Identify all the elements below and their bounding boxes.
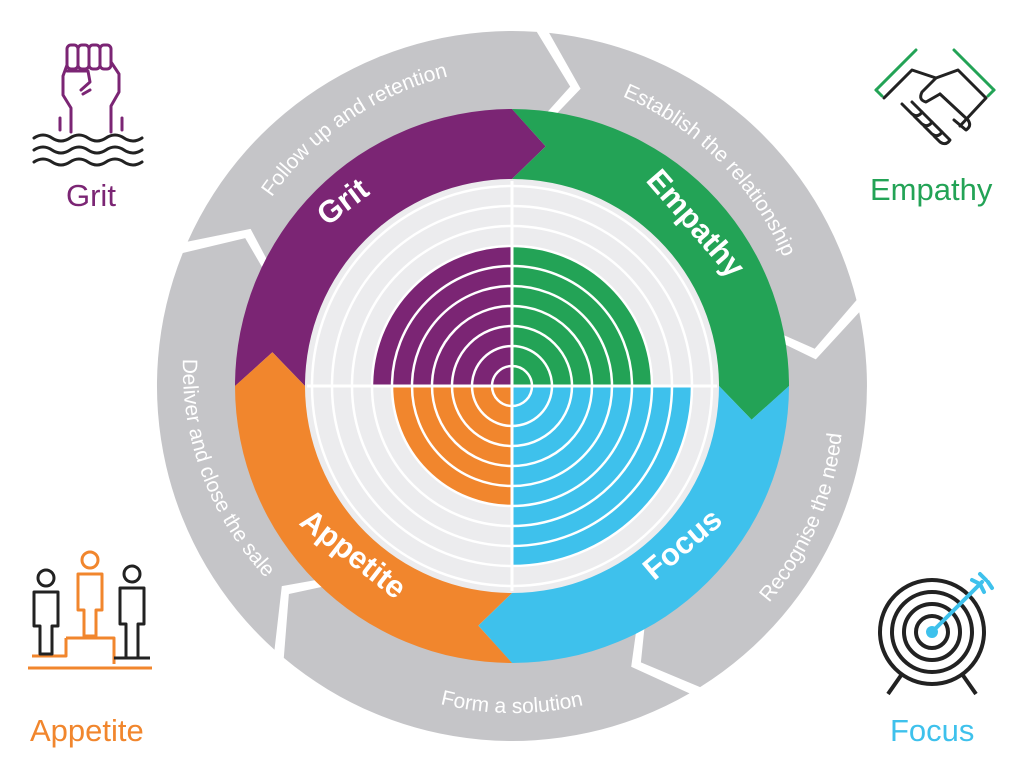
raised-fist-icon xyxy=(32,43,144,167)
corner-label-grit: Grit xyxy=(66,178,116,213)
quadrant-fill-appetite xyxy=(392,386,512,506)
corner-label-empathy: Empathy xyxy=(870,172,993,207)
handshake-icon xyxy=(874,48,996,146)
concentric-rings xyxy=(307,181,717,591)
target-arrow-icon xyxy=(878,572,994,696)
segment-grit xyxy=(235,109,546,386)
segment-focus xyxy=(478,386,789,663)
podium-people-icon xyxy=(28,550,152,670)
quality-ring-segments xyxy=(235,109,789,663)
quadrant-fill-focus xyxy=(512,386,692,566)
segment-appetite xyxy=(235,352,512,663)
segment-empathy xyxy=(512,109,789,420)
corner-label-appetite: Appetite xyxy=(30,713,144,748)
corner-label-focus: Focus xyxy=(890,713,975,748)
